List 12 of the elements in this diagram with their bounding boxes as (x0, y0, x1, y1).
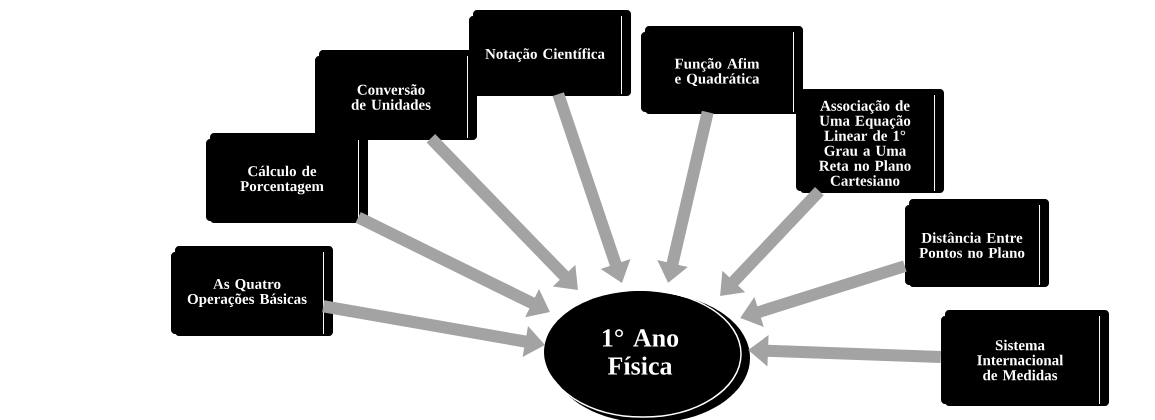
node-label: Notação Científica (485, 48, 605, 62)
arrow (426, 134, 578, 290)
topic-box: Distância Entre Pontos no Plano (905, 199, 1049, 287)
topic-box: Associação de Uma Equação Linear de 1° Grau a Uma Reta no Plano Cartesiano (796, 89, 944, 193)
topic-box: Cálculo de Porcentagem (206, 133, 368, 223)
topic-box: Conversão de Unidades (315, 50, 477, 140)
arrow (720, 187, 824, 296)
topic-box: Sistema Internacional de Medidas (941, 310, 1109, 406)
node-label: Conversão de Unidades (351, 84, 431, 110)
topic-box: Notação Científica (469, 10, 631, 96)
topic-box: As Quatro Operações Básicas (171, 246, 333, 336)
topic-box: Função Afim e Quadrática (641, 26, 803, 114)
